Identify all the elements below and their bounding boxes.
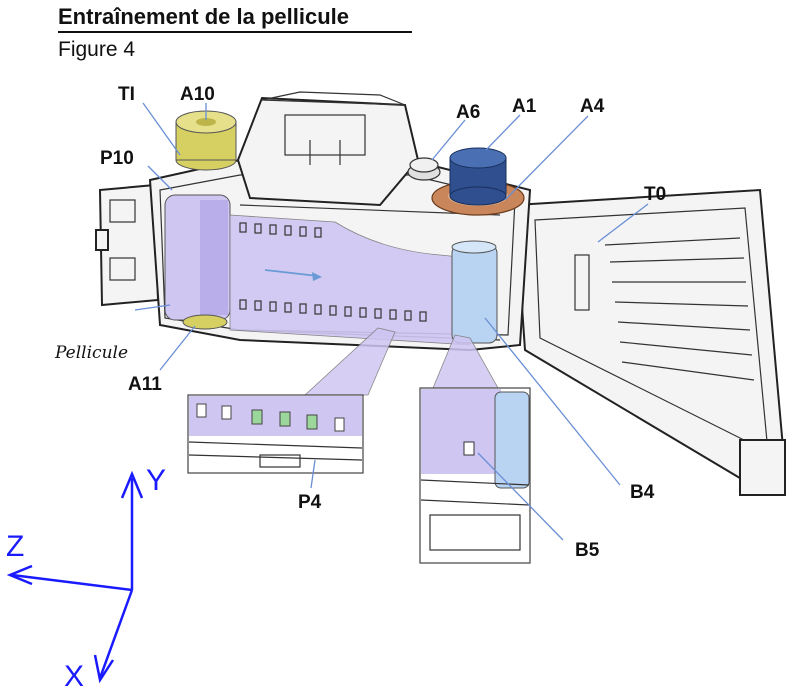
- axis-label-z: Z: [6, 530, 24, 563]
- top-housing: [236, 91, 420, 207]
- button-a6: [407, 157, 441, 181]
- rewind-knob-a10: [175, 110, 237, 171]
- detail-inset-b5: [419, 387, 531, 564]
- door-ribs: [604, 237, 755, 381]
- label-pellicule: Pellicule: [54, 343, 128, 363]
- film-cartridge: [164, 194, 231, 330]
- label-ti: TI: [118, 84, 135, 105]
- label-p10: P10: [100, 148, 134, 169]
- label-b5: B5: [575, 540, 600, 561]
- film-perforations-top: [239, 222, 322, 238]
- film-direction-arrow: [264, 269, 322, 281]
- label-a4: A4: [580, 96, 605, 117]
- take-up-spool: [451, 240, 498, 344]
- diagram-title: Entraînement de la pellicule: [58, 4, 412, 33]
- label-t0: T0: [644, 184, 666, 205]
- label-a1: A1: [512, 96, 537, 117]
- label-a11: A11: [128, 374, 162, 395]
- axis-label-y: Y: [146, 464, 166, 497]
- detail-inset-p4: [187, 394, 364, 474]
- coordinate-axes: [6, 470, 144, 684]
- axis-label-x: X: [64, 660, 84, 693]
- leader-lines: [134, 102, 649, 541]
- label-p4: P4: [298, 492, 322, 513]
- advance-knob-a1: [449, 147, 507, 206]
- left-latch: [95, 183, 160, 307]
- label-a10: A10: [180, 84, 215, 105]
- camera-back-door: [513, 188, 787, 496]
- zoom-projections: [303, 327, 499, 396]
- label-b4: B4: [630, 482, 655, 503]
- figure-caption: Figure 4: [58, 38, 136, 61]
- label-a6: A6: [456, 102, 480, 123]
- film-perforations-bottom: [239, 299, 427, 322]
